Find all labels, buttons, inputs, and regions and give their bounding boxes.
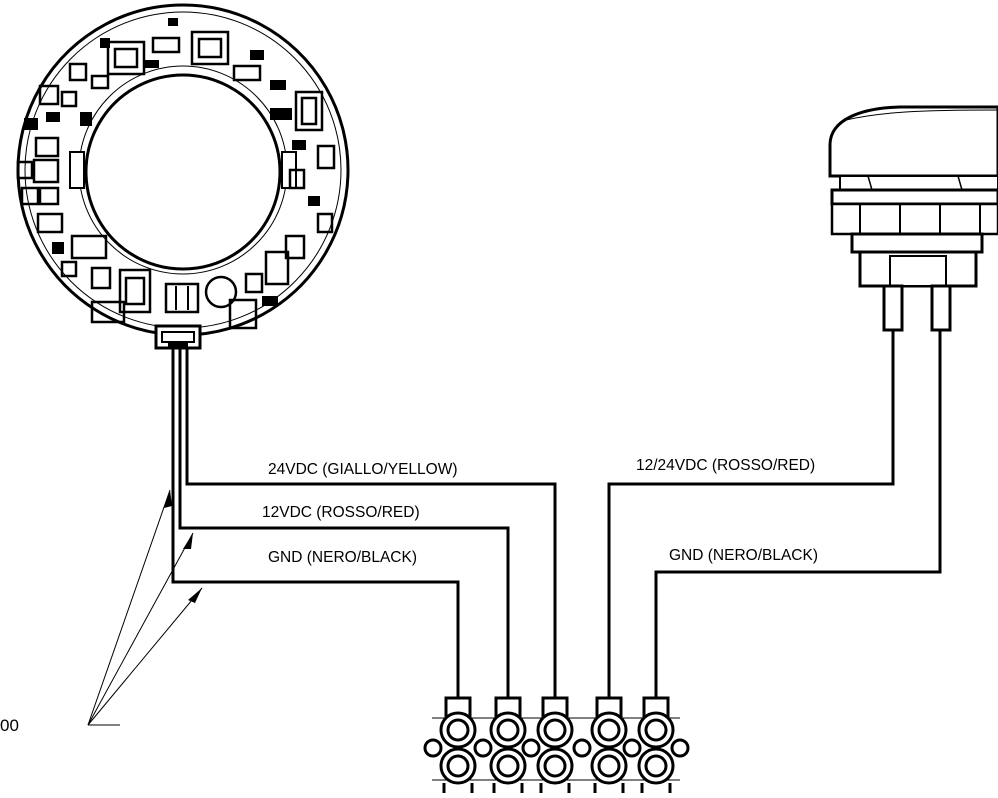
label-gnd-left: GND (NERO/BLACK) [268,549,417,566]
label-24vdc: 24VDC (GIALLO/YELLOW) [268,461,458,478]
label-12vdc: 12VDC (ROSSO/RED) [262,504,420,521]
ring-led-board [16,3,350,350]
pcb-components [16,18,336,330]
terminal-legs [442,783,672,793]
callout-leader [87,489,203,726]
terminal-screws [439,711,675,785]
wires [171,328,942,702]
labels: 24VDC (GIALLO/YELLOW) 12VDC (ROSSO/RED) … [0,457,818,735]
wire-12vdc [178,346,510,702]
terminal-block [423,696,690,793]
label-12-24vdc: 12/24VDC (ROSSO/RED) [636,457,815,474]
wire-gnd-left [171,346,460,702]
terminal-links [423,738,690,758]
part-callout-label: 00 [0,716,19,735]
label-gnd-right: GND (NERO/BLACK) [669,547,818,564]
wire-12-24vdc [607,328,895,702]
wire-24vdc [185,346,557,702]
arrowhead-icon [188,588,202,603]
arrowhead-icon [164,490,172,508]
dome-device [828,105,998,332]
arrowhead-icon [183,533,193,549]
wire-gnd-right [654,328,942,702]
board-connector [154,324,202,350]
